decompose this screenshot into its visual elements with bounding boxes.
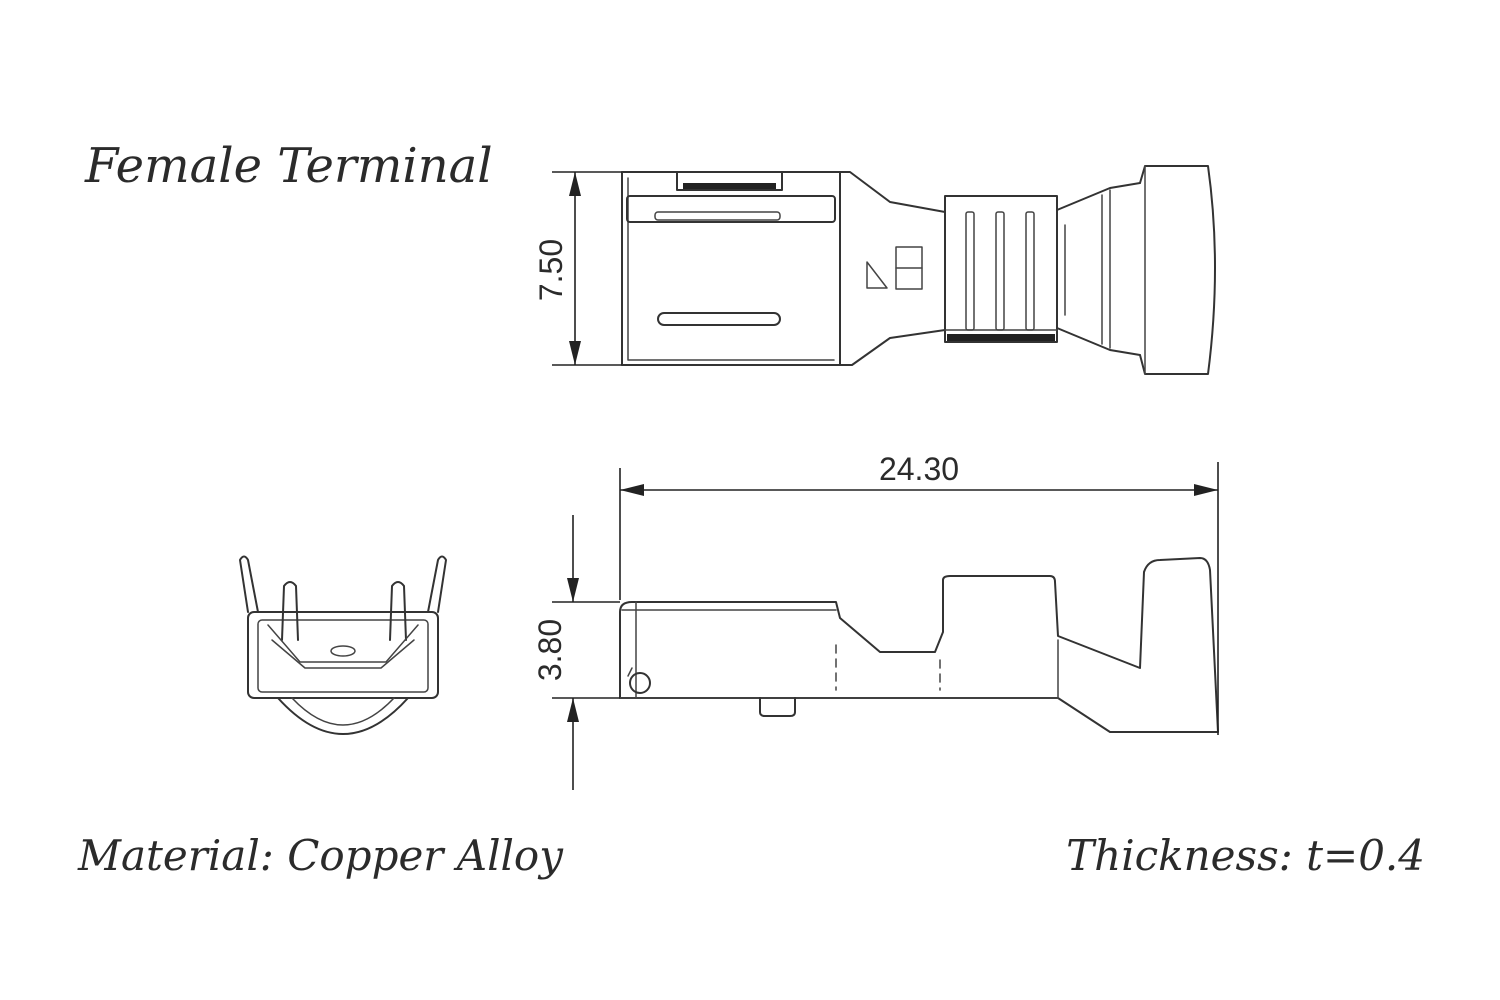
dimension-3-80-label: 3.80 <box>532 619 568 681</box>
top-view <box>621 165 1216 375</box>
dimension-24-30-label: 24.30 <box>879 451 959 487</box>
material-label: Material: Copper Alloy <box>77 831 564 880</box>
side-view <box>619 557 1219 733</box>
drawing-title: Female Terminal <box>84 138 493 194</box>
thickness-label: Thickness: t=0.4 <box>1066 831 1425 880</box>
dimension-7-50-label: 7.50 <box>533 239 569 301</box>
dimension-24-30: 24.30 <box>619 451 1219 735</box>
dimension-3-80: 3.80 <box>532 515 620 790</box>
dimension-7-50: 7.50 <box>533 171 622 366</box>
end-view <box>239 555 447 735</box>
